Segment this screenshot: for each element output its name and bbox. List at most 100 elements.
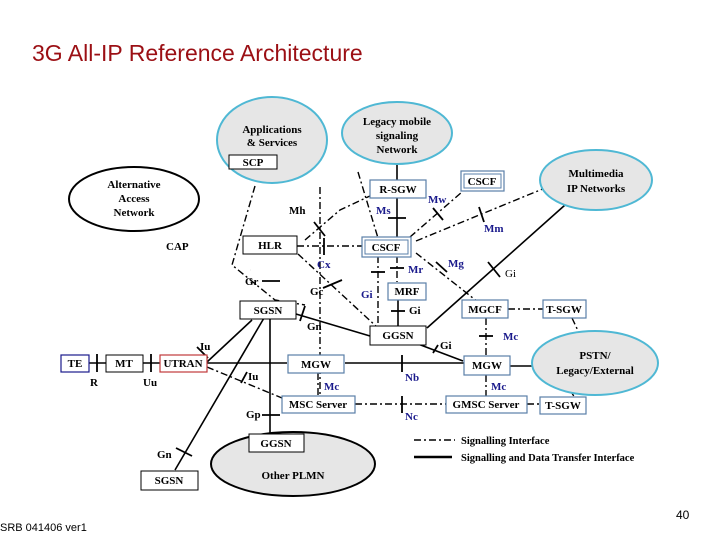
- node-ggsn-plmn[interactable]: GGSN: [248, 433, 305, 453]
- node-mgw-left[interactable]: MGW: [287, 354, 345, 374]
- svg-text:GGSN: GGSN: [260, 438, 291, 450]
- svg-text:MSC Server: MSC Server: [289, 399, 347, 411]
- node-te[interactable]: TE: [60, 354, 90, 373]
- svg-text:MGW: MGW: [301, 359, 331, 371]
- node-cscf-main[interactable]: CSCF: [361, 236, 412, 258]
- svg-text:SGSN: SGSN: [254, 305, 283, 317]
- label-ms: Ms: [376, 205, 391, 217]
- tick-gc: [322, 279, 343, 289]
- svg-text:UTRAN: UTRAN: [163, 358, 202, 370]
- label-nb: Nb: [405, 372, 419, 384]
- label-mc-right: Mc: [491, 381, 506, 393]
- svg-text:Multimedia: Multimedia: [569, 168, 624, 180]
- node-cscf-top[interactable]: CSCF: [460, 170, 505, 192]
- label-gi-cscf: Gi: [361, 289, 373, 301]
- tick-gi-mm: [487, 261, 501, 278]
- node-msc-server[interactable]: MSC Server: [281, 395, 356, 414]
- svg-text:T-SGW: T-SGW: [546, 304, 582, 316]
- cloud-pstn: PSTN/ Legacy/External: [531, 330, 659, 396]
- svg-text:signaling: signaling: [376, 130, 419, 142]
- label-gr: Gr: [245, 276, 259, 288]
- label-gi-mrf: Gi: [409, 305, 421, 317]
- cloud-alternative-access: Alternative Access Network: [68, 166, 200, 232]
- svg-text:Alternative: Alternative: [107, 179, 160, 191]
- label-iu-top: Iu: [200, 341, 210, 353]
- link-sgsn-plmn-gn: [174, 317, 265, 471]
- link-utran-msc-iu: [206, 366, 283, 399]
- node-mgcf[interactable]: MGCF: [461, 299, 509, 319]
- label-gp: Gp: [246, 409, 261, 421]
- link-cscf-multimedia-mm: [415, 187, 546, 242]
- svg-text:SCP: SCP: [243, 157, 264, 169]
- link-apps-cscf: [357, 171, 379, 239]
- label-gc: Gc: [310, 286, 324, 298]
- label-nc: Nc: [405, 411, 418, 423]
- svg-text:HLR: HLR: [258, 240, 283, 252]
- svg-text:CSCF: CSCF: [468, 176, 497, 188]
- svg-text:TE: TE: [68, 358, 83, 370]
- svg-text:Network: Network: [377, 144, 419, 156]
- node-scp[interactable]: SCP: [228, 154, 278, 170]
- node-sgsn-plmn[interactable]: SGSN: [140, 470, 199, 491]
- node-hlr[interactable]: HLR: [242, 235, 298, 255]
- link-utran-sgsn-iu: [206, 319, 253, 363]
- label-mw: Mw: [428, 194, 446, 206]
- tick-mg: [435, 261, 448, 273]
- svg-text:MRF: MRF: [394, 286, 419, 298]
- legend: Signalling Interface Signalling and Data…: [414, 436, 635, 464]
- label-cx: Cx: [317, 259, 331, 271]
- link-hlr-ggsn-gc: [297, 253, 379, 329]
- label-mr: Mr: [408, 264, 423, 276]
- svg-text:Access: Access: [118, 193, 150, 205]
- node-ggsn[interactable]: GGSN: [369, 325, 427, 346]
- cloud-multimedia-ip: Multimedia IP Networks: [539, 149, 653, 211]
- label-r: R: [90, 377, 99, 389]
- node-sgsn[interactable]: SGSN: [239, 300, 297, 320]
- tick-mm: [478, 206, 485, 223]
- tick-mw: [432, 207, 444, 221]
- footer-text: SRB 041406 ver1: [0, 522, 87, 534]
- tick-iu-bottom: [240, 371, 248, 384]
- svg-text:GGSN: GGSN: [382, 330, 413, 342]
- label-mc-top: Mc: [503, 331, 518, 343]
- tick-gn: [299, 305, 306, 322]
- node-mgw-right[interactable]: MGW: [463, 355, 511, 376]
- tick-gn-plmn: [175, 447, 193, 457]
- label-mg: Mg: [448, 258, 464, 270]
- link-ggsn-mgw-gi: [417, 343, 464, 362]
- svg-text:Network: Network: [114, 207, 156, 219]
- page-number: 40: [676, 508, 690, 522]
- svg-text:GMSC Server: GMSC Server: [453, 399, 520, 411]
- svg-text:CSCF: CSCF: [372, 242, 401, 254]
- node-mt[interactable]: MT: [105, 354, 144, 373]
- svg-text:MT: MT: [115, 358, 133, 370]
- applications-line1: Applications: [242, 124, 302, 136]
- link-ggsn-multimedia-gi: [426, 204, 566, 329]
- link-hlr-rsgw-mh: [304, 194, 373, 241]
- applications-line2: & Services: [247, 137, 298, 149]
- svg-text:R-SGW: R-SGW: [379, 184, 416, 196]
- tick-gi-mgw: [432, 344, 439, 354]
- label-mm: Mm: [484, 223, 504, 235]
- label-iu-bottom: Iu: [248, 371, 258, 383]
- tick-mh: [313, 221, 326, 237]
- link-cscf-mgcf-mg: [415, 252, 479, 303]
- node-utran[interactable]: UTRAN: [159, 354, 208, 373]
- svg-text:Other PLMN: Other PLMN: [261, 470, 324, 482]
- label-gi-mgw: Gi: [440, 340, 452, 352]
- svg-text:IP Networks: IP Networks: [567, 183, 626, 195]
- node-gmsc-server[interactable]: GMSC Server: [445, 395, 528, 414]
- link-cscf-cscf-mw: [409, 191, 463, 238]
- label-mc-left: Mc: [324, 381, 339, 393]
- svg-text:SGSN: SGSN: [155, 475, 184, 487]
- node-t-sgw-top[interactable]: T-SGW: [542, 299, 587, 319]
- link-sgsn-ggsn-gn: [295, 313, 371, 337]
- node-t-sgw-bottom[interactable]: T-SGW: [539, 396, 587, 415]
- node-r-sgw[interactable]: R-SGW: [369, 179, 427, 199]
- svg-text:MGW: MGW: [472, 360, 502, 372]
- legend-signalling-label: Signalling Interface: [461, 436, 550, 447]
- label-cap: CAP: [166, 241, 189, 253]
- cloud-applications-services: Applications & Services: [216, 96, 328, 184]
- node-mrf[interactable]: MRF: [387, 282, 427, 301]
